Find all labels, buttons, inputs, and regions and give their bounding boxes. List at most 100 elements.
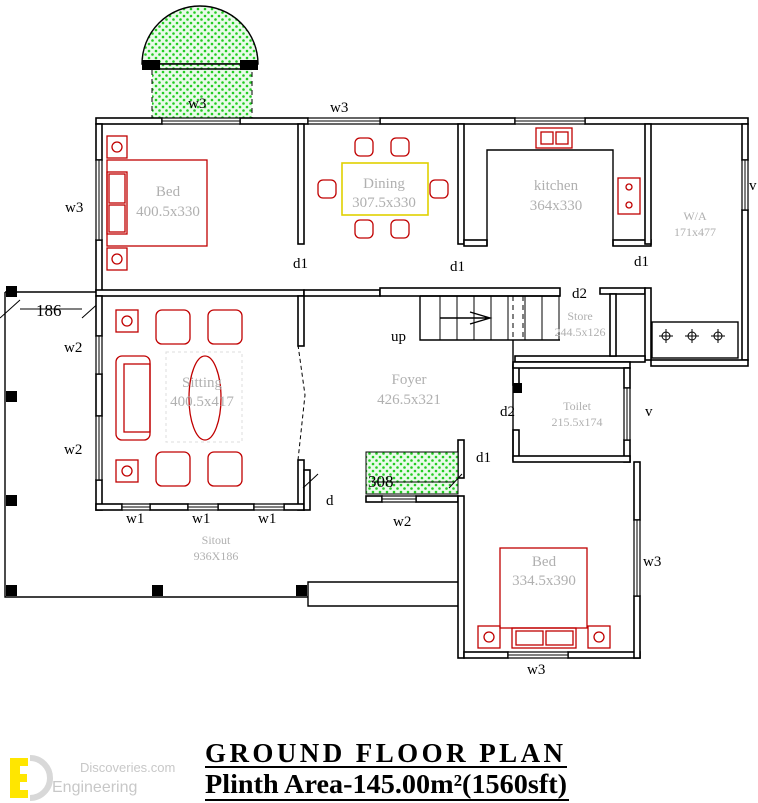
staircase	[379, 287, 561, 455]
dimension-308: 308	[368, 472, 394, 491]
room-name-kitchen: kitchen	[534, 178, 579, 194]
door-swing	[448, 473, 463, 489]
label-w2-bottom: w2	[64, 442, 82, 458]
dining-chair	[354, 219, 374, 239]
wall-segment	[95, 373, 103, 417]
wall-segment	[217, 503, 255, 511]
wall-segment	[95, 123, 103, 161]
basin-tap	[711, 329, 725, 343]
column	[513, 383, 522, 393]
garden-court	[141, 5, 259, 119]
room-size-kitchen: 364x330	[530, 198, 583, 214]
door-swing	[302, 473, 319, 489]
label-w2-foyer: w2	[393, 514, 411, 530]
wall-segment	[457, 439, 465, 479]
sitting-furniture	[115, 309, 306, 487]
label-w3-bed1: w3	[65, 200, 83, 216]
label-d2-store: d2	[572, 286, 587, 302]
room-size-sitout: 936X186	[194, 549, 239, 563]
room-size-toilet: 215.5x174	[552, 415, 603, 429]
windows	[95, 117, 749, 659]
plan-title: GROUND FLOOR PLAN	[205, 738, 564, 768]
wash-basins	[651, 321, 739, 359]
label-w3-garden: w3	[188, 96, 206, 112]
dining-chair	[354, 137, 374, 157]
wall-segment	[463, 239, 488, 247]
label-v-toilet: v	[645, 404, 653, 420]
room-size-dining: 307.5x330	[352, 195, 416, 211]
room-name-wa: W/A	[683, 209, 707, 223]
room-name-sitting: Sitting	[182, 375, 223, 391]
plinth-area: Plinth Area-145.00m²(1560sft)	[205, 769, 567, 799]
watermark-logo: Discoveries.com Engineering	[10, 755, 175, 801]
wall-segment	[95, 295, 103, 337]
wall-segment	[95, 503, 123, 511]
wall-segment	[95, 289, 305, 297]
wall-segment	[512, 361, 631, 369]
room-name-toilet: Toilet	[563, 399, 591, 413]
room-name-dining: Dining	[363, 176, 405, 192]
watermark-line1: Discoveries.com	[80, 760, 175, 775]
wall-segment	[297, 459, 305, 511]
label-w1-c: w1	[258, 511, 276, 527]
basin-tap	[659, 329, 673, 343]
label-w3-bed2-bottom: w3	[527, 662, 545, 678]
label-w1-a: w1	[126, 511, 144, 527]
wall-segment	[644, 287, 652, 361]
dining-chair	[390, 137, 410, 157]
room-size-bed2: 334.5x390	[512, 573, 576, 589]
planter	[365, 451, 459, 495]
wall-segment	[567, 651, 641, 659]
room-size-wa: 171x477	[674, 225, 716, 239]
label-up: up	[391, 329, 406, 345]
wall-segment	[741, 209, 749, 361]
wall-segment	[283, 503, 305, 511]
dining-chair	[429, 179, 449, 199]
wall-segment	[457, 123, 465, 245]
wall-segment	[633, 595, 641, 659]
watermark-line2: Engineering	[52, 779, 137, 796]
room-size-foyer: 426.5x321	[377, 392, 441, 408]
dining-set	[317, 137, 449, 239]
wall-segment	[633, 461, 641, 521]
label-d2-toilet: d2	[500, 404, 515, 420]
room-name-bed1: Bed	[156, 184, 181, 200]
label-d1-bed2: d1	[476, 450, 491, 466]
room-name-foyer: Foyer	[392, 372, 427, 388]
room-name-bed2: Bed	[532, 554, 557, 570]
label-w3-bed2-side: w3	[643, 554, 661, 570]
room-size-store: 244.5x126	[555, 325, 606, 339]
label-w1-b: w1	[192, 511, 210, 527]
wall-segment	[514, 355, 646, 363]
wall-segment	[95, 117, 163, 125]
wall-segment	[95, 239, 103, 293]
wall-segment	[303, 289, 381, 297]
label-d1-bed: d1	[293, 256, 308, 272]
dimension-186: 186	[36, 301, 62, 320]
sitout-outline	[0, 286, 458, 607]
wall-segment	[741, 123, 749, 161]
bed2-furniture	[477, 547, 611, 649]
dining-chair	[317, 179, 337, 199]
wall-segment	[609, 293, 617, 357]
room-name-store: Store	[567, 309, 592, 323]
basin-tap	[685, 329, 699, 343]
wall-segment	[379, 117, 516, 125]
kitchen-counter	[486, 127, 641, 246]
wall-segment	[599, 287, 646, 295]
dining-chair	[390, 219, 410, 239]
wall-segment	[297, 295, 305, 347]
wall-segment	[365, 495, 383, 503]
label-v-wa: v	[749, 178, 757, 194]
bed1-furniture	[106, 135, 208, 271]
wall-segment	[457, 495, 465, 659]
wall-segment	[644, 123, 652, 245]
wall-segment	[463, 651, 509, 659]
label-d1-kitchen: d1	[634, 254, 649, 270]
wall-segment	[297, 123, 305, 245]
wall-segment	[623, 367, 631, 389]
room-size-sitting: 400.5x417	[170, 394, 234, 410]
wall-segment	[650, 359, 749, 367]
label-w2-top: w2	[64, 340, 82, 356]
room-size-bed1: 400.5x330	[136, 204, 200, 220]
